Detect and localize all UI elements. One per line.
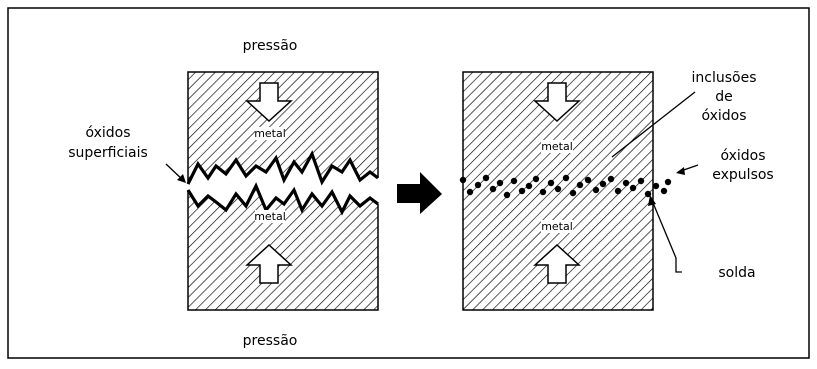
- expelled-oxides-label-line2: expulsos: [712, 167, 773, 183]
- oxide-inclusion-dot: [503, 191, 511, 199]
- oxide-inclusion-dot: [482, 174, 490, 182]
- left-upper-oxide-layer: [186, 150, 379, 186]
- expelled-oxides-label-line1: óxidos: [720, 148, 765, 164]
- right-panel: metal metal inclusões de óxidos óxidos e…: [459, 70, 774, 311]
- oxide-inclusion-dot: [539, 188, 547, 196]
- oxide-inclusion-dot: [525, 182, 533, 190]
- transition-right-arrow-icon: [397, 172, 442, 214]
- oxide-inclusion-dot: [562, 174, 570, 182]
- left-top-pressure-label: pressão: [243, 38, 298, 54]
- oxide-inclusion-dot: [614, 187, 622, 195]
- oxide-inclusion-dot: [466, 188, 474, 196]
- oxide-inclusion-dot: [592, 186, 600, 194]
- left-lower-block-outline: [187, 190, 379, 311]
- oxide-inclusion-dot: [547, 179, 555, 187]
- oxide-inclusion-dot: [584, 176, 592, 184]
- expelled-oxides-leader-arrowhead: [676, 167, 685, 175]
- oxide-inclusion-dot: [622, 179, 630, 187]
- oxide-inclusion-dot: [518, 187, 526, 195]
- inclusions-leader: [611, 91, 696, 158]
- right-up-pressure-arrow-icon: [533, 243, 581, 284]
- oxide-inclusion-dot: [532, 175, 540, 183]
- oxide-inclusion-dot: [510, 177, 518, 185]
- inclusions-label-line2: de: [715, 89, 733, 105]
- right-upper-metal-label: metal: [541, 140, 573, 153]
- oxide-inclusion-dot: [664, 178, 672, 186]
- oxide-inclusion-dot: [489, 185, 497, 193]
- left-upper-metal-block: [188, 72, 378, 184]
- oxide-inclusion-dot: [569, 189, 577, 197]
- left-upper-metal-label: metal: [254, 127, 286, 140]
- diagram-frame: [7, 7, 810, 359]
- oxide-inclusion-dot: [576, 181, 584, 189]
- oxide-inclusions-dots: [459, 174, 672, 199]
- right-lower-metal-label: metal: [541, 220, 573, 233]
- left-upper-block-outline: [187, 71, 379, 184]
- left-down-pressure-arrow-icon: [245, 82, 293, 123]
- weld-leader-arrowhead: [648, 195, 656, 206]
- weld-leader: [650, 197, 682, 273]
- left-panel: pressão metal metal pressão óxidos super…: [68, 38, 379, 349]
- oxide-inclusion-dot: [599, 180, 607, 188]
- inclusions-label-line1: inclusões: [692, 70, 757, 86]
- left-lower-oxide-layer: [186, 182, 379, 216]
- surface-oxides-label-line1: óxidos: [85, 125, 130, 141]
- oxide-inclusion-dot: [637, 177, 645, 185]
- weld-label: solda: [718, 265, 755, 281]
- left-up-pressure-arrow-icon: [245, 243, 293, 284]
- oxide-inclusion-dot: [607, 175, 615, 183]
- surface-oxides-label-line2: superficiais: [68, 145, 148, 161]
- oxide-inclusion-dot: [644, 190, 652, 198]
- right-down-pressure-arrow-icon: [533, 82, 581, 123]
- inclusions-label-line3: óxidos: [701, 108, 746, 124]
- oxide-inclusion-dot: [474, 181, 482, 189]
- left-bottom-pressure-label: pressão: [243, 333, 298, 349]
- oxide-inclusion-dot: [660, 187, 668, 195]
- left-lower-metal-label: metal: [254, 210, 286, 223]
- surface-oxides-leader-arrowhead: [177, 174, 186, 183]
- oxide-inclusion-dot: [459, 176, 467, 184]
- oxide-inclusion-dot: [629, 184, 637, 192]
- oxide-inclusion-dot: [496, 179, 504, 187]
- oxide-inclusion-dot: [652, 182, 660, 190]
- oxide-inclusion-dot: [554, 185, 562, 193]
